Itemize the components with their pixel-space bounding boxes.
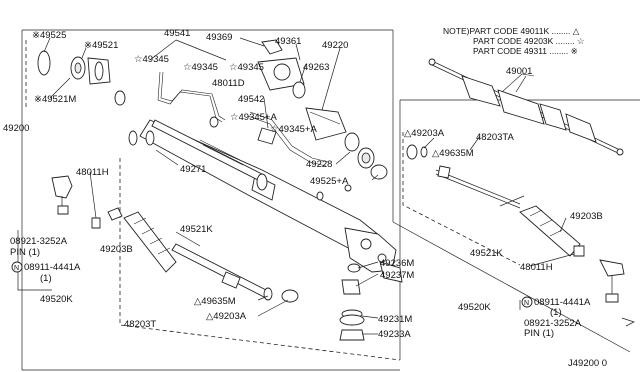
seal-rings-left xyxy=(128,130,268,191)
label-49233A: 49233A xyxy=(378,329,411,340)
label-49521: ※49521 xyxy=(84,40,118,51)
note-line-3: PART CODE 49311 ........ ※ xyxy=(473,46,578,56)
label-49001: 49001 xyxy=(506,66,532,77)
label-49635M-left: △49635M xyxy=(194,296,236,307)
label-49345-A-b: ☆49345+A xyxy=(270,124,317,135)
label-49345-b: ☆49345 xyxy=(183,62,218,73)
label-48203TA: 48203TA xyxy=(476,132,515,143)
label-49271: 49271 xyxy=(180,164,206,175)
label-49541: 49541 xyxy=(164,28,190,39)
label-08911-left: 08911-4441A xyxy=(24,262,81,273)
label-49520K-left: 49520K xyxy=(40,294,73,305)
label-49203A-left: △49203A xyxy=(206,311,247,322)
n-mark-left: N xyxy=(11,261,23,273)
svg-text:N: N xyxy=(524,300,529,307)
note-line-1: NOTE)PART CODE 49011K ........ △ xyxy=(443,26,580,36)
part-code-note: NOTE)PART CODE 49011K ........ △ PART CO… xyxy=(443,26,585,56)
label-08921-right: 08921-3252A xyxy=(524,318,582,329)
label-49200: 49200 xyxy=(3,123,29,134)
left-tie-rod-end xyxy=(17,175,101,291)
label-49521M: ※49521M xyxy=(34,94,76,105)
label-49345-c: ☆49345 xyxy=(229,62,264,73)
label-49361: 49361 xyxy=(275,36,301,47)
label-49203B-right: 49203B xyxy=(570,211,603,222)
label-49521K-left: 49521K xyxy=(180,224,213,235)
left-boot-tie-rod xyxy=(107,207,299,303)
part-labels: ※49525 ※49521 ※49521M 49200 49541 49369 … xyxy=(3,28,607,369)
label-49236M: 49236M xyxy=(380,258,414,269)
label-08911-right-qty: (1) xyxy=(550,307,562,318)
label-08911-right: 08911-4441A xyxy=(534,297,591,308)
right-tie-rod-parts xyxy=(406,144,635,327)
label-08911-left-qty: (1) xyxy=(40,273,52,284)
seal-kit-parts xyxy=(37,50,126,106)
diagram-id: J49200 0 xyxy=(568,358,607,369)
note-line-2: PART CODE 49203K ........ ☆ xyxy=(473,36,585,46)
label-48011H-left: 48011H xyxy=(76,167,109,178)
label-08921-right-pin: PIN (1) xyxy=(524,328,554,339)
svg-text:N: N xyxy=(14,265,19,272)
label-08921-left: 08921-3252A xyxy=(10,236,68,247)
label-49542: 49542 xyxy=(238,94,264,105)
label-49635M-right: △49635M xyxy=(432,148,474,159)
label-48011H-right: 48011H xyxy=(520,262,553,273)
complete-gear-assembly xyxy=(428,58,624,156)
label-49345-A-a: ☆49345+A xyxy=(230,112,277,123)
right-assembly-outline xyxy=(399,99,640,360)
feed-pipes xyxy=(157,71,329,167)
leader-lines xyxy=(43,37,575,335)
label-49203B-left: 49203B xyxy=(100,244,133,255)
label-49231M: 49231M xyxy=(378,314,412,325)
label-49220: 49220 xyxy=(322,40,348,51)
label-49263: 49263 xyxy=(303,62,329,73)
label-49520K-right: 49520K xyxy=(458,302,491,313)
label-49203A-right: △49203A xyxy=(404,128,445,139)
label-48203T: 48203T xyxy=(124,319,156,330)
label-49369: 49369 xyxy=(206,32,232,43)
pinion-valve-parts xyxy=(257,39,388,180)
valve-seal-parts xyxy=(339,263,365,341)
label-49521K-right: 49521K xyxy=(470,248,503,259)
label-49525: ※49525 xyxy=(32,30,66,41)
label-49345-a: ☆49345 xyxy=(134,54,169,65)
n-mark-right: N xyxy=(521,296,533,308)
label-49525-A: 49525+A xyxy=(310,176,349,187)
rack-housing xyxy=(139,119,403,283)
main-assembly-outline xyxy=(21,29,631,371)
label-48011D: 48011D xyxy=(212,78,245,89)
label-49228: 49228 xyxy=(306,159,332,170)
label-08921-left-pin: PIN (1) xyxy=(10,247,40,258)
dust-seal-markers xyxy=(209,116,352,201)
label-49237M: 49237M xyxy=(380,270,414,281)
